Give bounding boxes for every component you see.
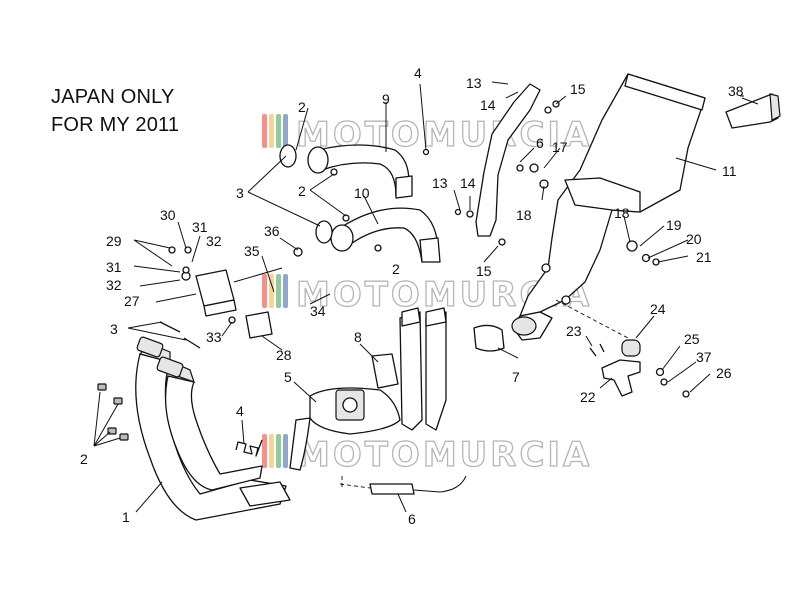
- callout-11: 11: [722, 163, 737, 179]
- watermark-stripe: [269, 434, 274, 468]
- collector-body-part: [289, 307, 447, 471]
- spring-part: [235, 439, 263, 457]
- callout-28: 28: [276, 347, 292, 363]
- callout-4: 4: [414, 65, 422, 81]
- callout-8: 8: [354, 329, 362, 345]
- lambda-sensor-part: [339, 475, 467, 495]
- callout-21: 21: [696, 249, 712, 265]
- header-pipes-part: [135, 336, 291, 521]
- callout-15: 15: [570, 81, 586, 97]
- watermark-stripe: [283, 274, 288, 308]
- callout-17: 17: [552, 139, 568, 155]
- callout-13: 13: [466, 75, 482, 91]
- mounting-bracket-part: [555, 299, 641, 397]
- callout-36: 36: [264, 223, 280, 239]
- note-line-1: JAPAN ONLY: [51, 86, 175, 108]
- callout-14: 14: [460, 175, 476, 191]
- callout-23: 23: [566, 323, 582, 339]
- callout-20: 20: [686, 231, 702, 247]
- callout-1: 1: [122, 509, 130, 525]
- callout-30: 30: [160, 207, 176, 223]
- callout-18: 18: [516, 207, 532, 223]
- watermark-text: MOTOMURCIA: [296, 435, 592, 475]
- callout-31: 31: [192, 219, 208, 235]
- watermark-stripe: [283, 114, 288, 148]
- callout-labels: 1 2 2 2 2 3 3 4 4 5 6 6 7 8 9 10 11 13 1…: [80, 65, 744, 527]
- watermark-stripe: [262, 274, 267, 308]
- watermark-stripe: [269, 114, 274, 148]
- note-line-2: FOR MY 2011: [51, 114, 180, 136]
- watermark-bottom: MOTOMURCIA: [262, 434, 592, 476]
- watermark-stripe: [276, 114, 281, 148]
- callout-25: 25: [684, 331, 700, 347]
- watermark-stripe: [276, 274, 281, 308]
- callout-27: 27: [124, 293, 140, 309]
- callout-26: 26: [716, 365, 732, 381]
- callout-10: 10: [354, 185, 370, 201]
- callout-19: 19: [666, 217, 682, 233]
- link-pipes-part: [279, 144, 441, 263]
- callout-13: 13: [432, 175, 448, 191]
- callout-18: 18: [614, 205, 630, 221]
- watermark-stripe: [262, 434, 267, 468]
- callout-6: 6: [408, 511, 416, 527]
- silencer-part: [511, 73, 706, 341]
- callout-2: 2: [80, 451, 88, 467]
- callout-37: 37: [696, 349, 712, 365]
- callout-32: 32: [106, 277, 122, 293]
- callout-34: 34: [310, 303, 326, 319]
- sleeve-part: [473, 324, 505, 352]
- callout-3: 3: [110, 321, 118, 337]
- callout-7: 7: [512, 369, 520, 385]
- callout-3: 3: [236, 185, 244, 201]
- watermark-stripe: [262, 114, 267, 148]
- callout-2: 2: [392, 261, 400, 277]
- callout-32: 32: [206, 233, 222, 249]
- callout-15: 15: [476, 263, 492, 279]
- callout-33: 33: [206, 329, 222, 345]
- callout-22: 22: [580, 389, 596, 405]
- callout-2: 2: [298, 99, 306, 115]
- callout-31: 31: [106, 259, 122, 275]
- watermark-stripe: [276, 434, 281, 468]
- callout-38: 38: [728, 83, 744, 99]
- bracket-strap-part: [475, 83, 541, 237]
- callout-29: 29: [106, 233, 122, 249]
- fasteners: [97, 100, 690, 441]
- watermark-stripe: [269, 274, 274, 308]
- callout-9: 9: [382, 91, 390, 107]
- leader-lines: [93, 81, 759, 513]
- watermark-stripe: [283, 434, 288, 468]
- callout-4: 4: [236, 403, 244, 419]
- callout-2: 2: [298, 183, 306, 199]
- end-cap-part: [725, 93, 781, 129]
- callout-24: 24: [650, 301, 666, 317]
- callout-14: 14: [480, 97, 496, 113]
- callout-6: 6: [536, 135, 544, 151]
- valve-actuator-part: [195, 269, 273, 339]
- callout-5: 5: [284, 369, 292, 385]
- callout-35: 35: [244, 243, 260, 259]
